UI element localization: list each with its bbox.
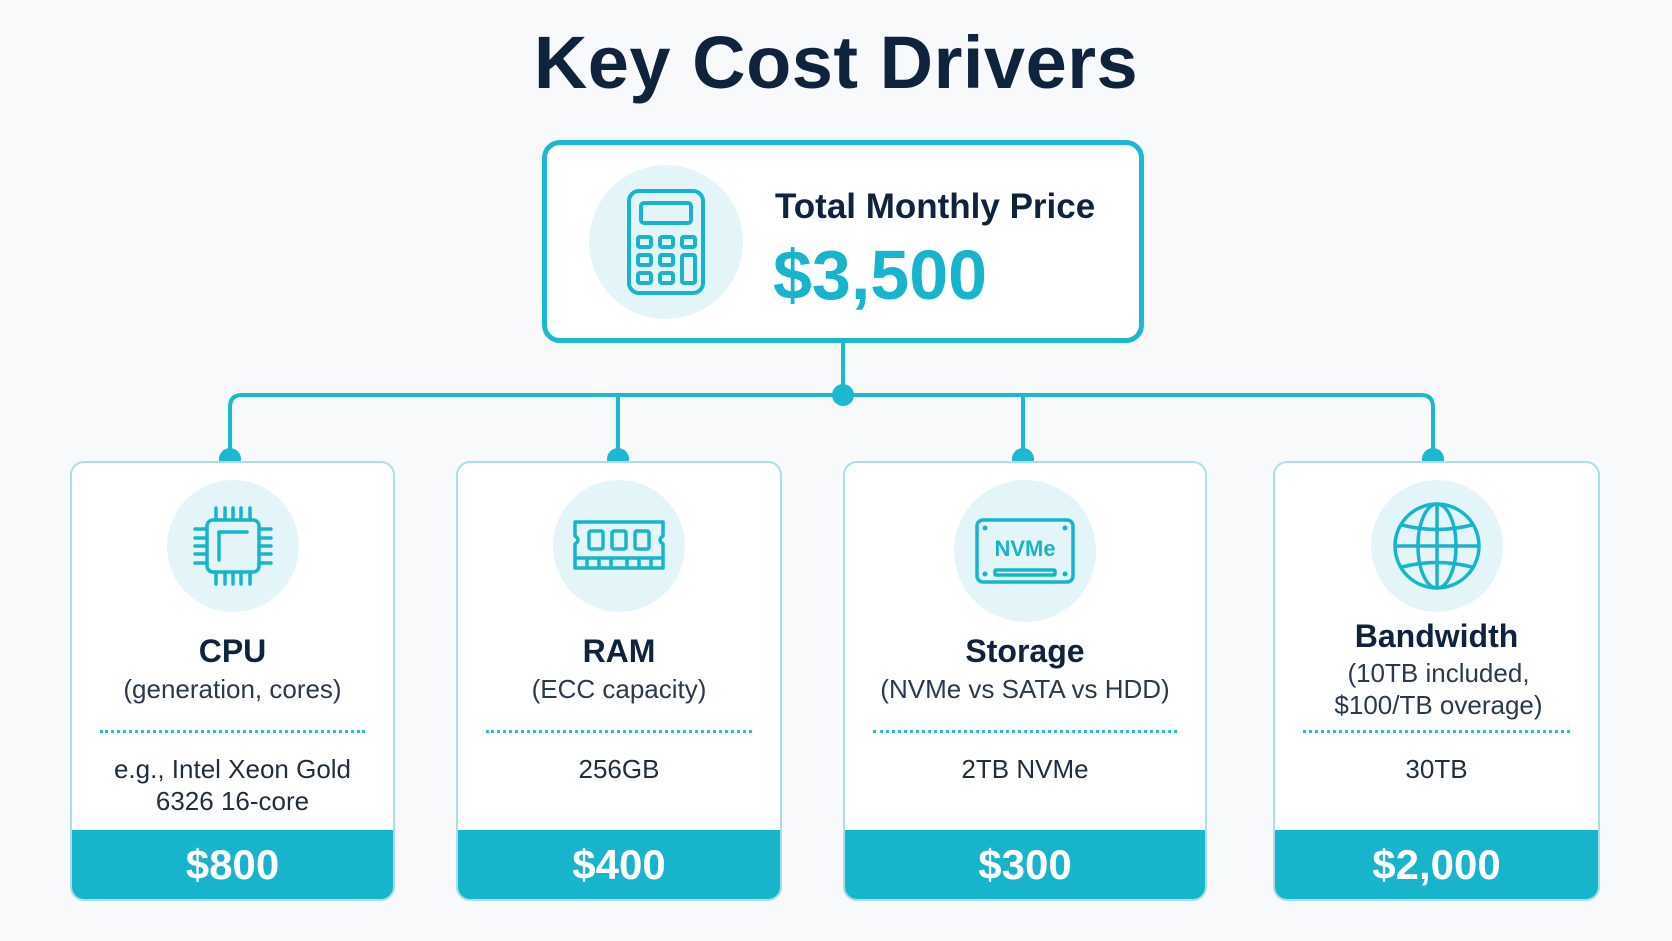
driver-card-ram: RAM (ECC capacity) 256GB $400 [456, 461, 782, 901]
connector-node-center [832, 384, 854, 406]
driver-detail: 30TB [1405, 754, 1468, 784]
driver-name: RAM [582, 633, 656, 669]
nvme-icon-label: NVMe [994, 536, 1055, 561]
page-title: Key Cost Drivers [533, 21, 1139, 104]
driver-name: Bandwidth [1354, 618, 1519, 654]
driver-description: (generation, cores) [123, 674, 342, 704]
cpu-chip-icon [192, 506, 273, 586]
cpu-icon-badge [166, 480, 299, 612]
driver-card-storage: NVMe Storage (NVMe vs SATA vs HDD) 2TB N… [843, 461, 1207, 901]
driver-price: $2,000 [1275, 830, 1598, 899]
driver-description: (10TB included, $100/TB overage) [1334, 658, 1543, 720]
ram-icon-badge [553, 480, 685, 612]
driver-price: $300 [845, 830, 1205, 899]
globe-icon [1392, 502, 1481, 590]
storage-icon-badge: NVMe [954, 480, 1096, 622]
total-value: $3,500 [773, 236, 988, 314]
memory-module-icon [573, 520, 665, 570]
total-price-box: Total Monthly Price $3,500 [542, 140, 1144, 343]
nvme-drive-icon: NVMe [975, 518, 1075, 584]
driver-card-cpu: CPU (generation, cores) e.g., Intel Xeon… [70, 461, 395, 901]
driver-detail: 256GB [578, 754, 660, 784]
driver-price: $800 [72, 830, 393, 899]
card-divider [873, 730, 1177, 733]
driver-description: (ECC capacity) [531, 674, 707, 704]
total-icon-badge [589, 165, 743, 319]
driver-name: CPU [198, 633, 267, 669]
card-divider [1303, 730, 1570, 733]
driver-detail: e.g., Intel Xeon Gold 6326 16-core [113, 754, 352, 816]
total-label: Total Monthly Price [775, 187, 1096, 226]
driver-price: $400 [458, 830, 780, 899]
driver-card-bandwidth: Bandwidth (10TB included, $100/TB overag… [1273, 461, 1600, 901]
card-divider [100, 730, 365, 733]
driver-name: Storage [965, 633, 1085, 669]
bandwidth-icon-badge [1370, 480, 1503, 612]
calculator-icon [627, 189, 705, 295]
driver-detail: 2TB NVMe [961, 754, 1089, 784]
driver-description: (NVMe vs SATA vs HDD) [880, 674, 1170, 704]
card-divider [486, 730, 752, 733]
